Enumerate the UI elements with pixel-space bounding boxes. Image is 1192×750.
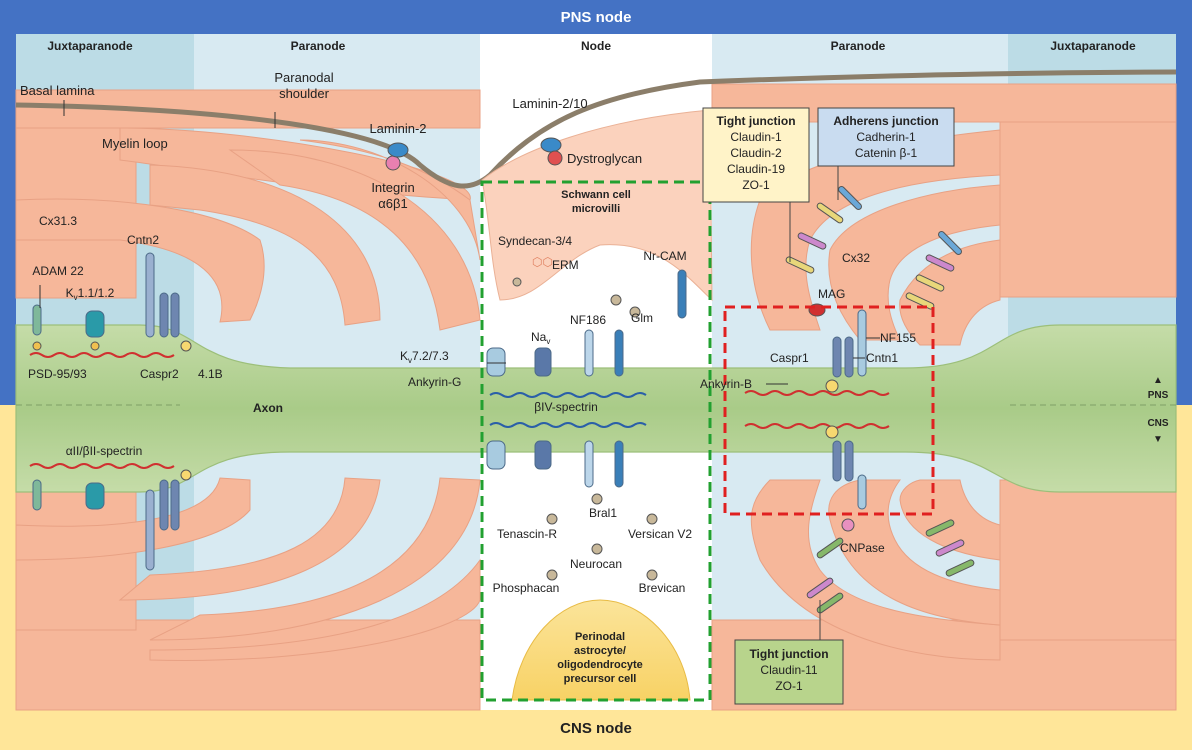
kv72-label: Kv7.2/7.3 bbox=[400, 349, 449, 365]
brevican-label: Brevican bbox=[639, 581, 686, 595]
down-arrow-icon: ▼ bbox=[1153, 434, 1163, 445]
tight-junction-pns-box bbox=[702, 107, 810, 262]
node-header: Node bbox=[581, 39, 611, 53]
leader-lines bbox=[39, 100, 880, 385]
nf155-label: NF155 bbox=[880, 331, 916, 345]
erm-icon: ⬡⬡ bbox=[532, 255, 553, 269]
mag-label: MAG bbox=[818, 287, 845, 301]
tight-pns-line: ZO-1 bbox=[742, 178, 770, 192]
small-molecules bbox=[32, 137, 855, 581]
ankyrin-b-label: Ankyrin-B bbox=[700, 377, 752, 391]
cntn1-label: Cntn1 bbox=[866, 351, 898, 365]
tenascin-label: Tenascin-R bbox=[497, 527, 557, 541]
perinodal-astrocyte bbox=[511, 599, 691, 701]
adherens-junction-box bbox=[817, 107, 955, 200]
caspr1-label: Caspr1 bbox=[770, 351, 809, 365]
basal-lamina bbox=[15, 69, 1177, 189]
bral1-label: Bral1 bbox=[589, 506, 617, 520]
myelin-loops-top-right bbox=[750, 129, 1001, 346]
tight-cns-line: Claudin-11 bbox=[760, 663, 817, 677]
spectrin-waves bbox=[29, 352, 890, 469]
paranode-right-header: Paranode bbox=[831, 39, 886, 53]
nf186-label: NF186 bbox=[570, 313, 606, 327]
adherens-line: Catenin β-1 bbox=[855, 146, 918, 160]
syndecan-label: Syndecan-3/4 bbox=[498, 234, 572, 248]
myelin-loops-top-left bbox=[15, 127, 481, 331]
adam22-label: ADAM 22 bbox=[32, 264, 84, 278]
laminin-2-10-label: Laminin-2/10 bbox=[512, 96, 587, 111]
biv-spectrin-label: βIV-spectrin bbox=[534, 400, 598, 414]
astro-label-2: astrocyte/ bbox=[574, 645, 626, 657]
astro-label-4: precursor cell bbox=[564, 673, 637, 685]
tight-junction-cns-box bbox=[734, 600, 844, 705]
paranodal-shoulder-label-1: Paranodal bbox=[274, 70, 333, 85]
basal-lamina-label: Basal lamina bbox=[20, 83, 95, 98]
tight-cns-line: ZO-1 bbox=[775, 679, 803, 693]
axon-label: Axon bbox=[253, 401, 283, 415]
juxtaparanode-left-header: Juxtaparanode bbox=[47, 39, 133, 53]
erm-label: ERM bbox=[552, 258, 579, 272]
caspr2-label: Caspr2 bbox=[140, 367, 179, 381]
cns-node-title: CNS node bbox=[560, 720, 632, 737]
paranodal-shoulder-label-2: shoulder bbox=[279, 86, 330, 101]
cns-side-label: CNS bbox=[1147, 418, 1168, 429]
integrin-label-1: Integrin bbox=[371, 180, 414, 195]
nrcam-label: Nr-CAM bbox=[643, 249, 686, 263]
versican-label: Versican V2 bbox=[628, 527, 692, 541]
neurocan-label: Neurocan bbox=[570, 557, 622, 571]
nav-label: Nav bbox=[531, 330, 550, 346]
tight-pns-line: Claudin-2 bbox=[730, 146, 782, 160]
node-highlight-box bbox=[480, 180, 712, 702]
cx313-label: Cx31.3 bbox=[39, 214, 77, 228]
dystroglycan-label: Dystroglycan bbox=[567, 151, 642, 166]
pns-node-title: PNS node bbox=[561, 9, 632, 26]
schwann-label-1: Schwann cell bbox=[561, 189, 631, 201]
glm-label: Glm bbox=[631, 311, 653, 325]
phosphacan-label: Phosphacan bbox=[493, 581, 560, 595]
paranode-highlight-box bbox=[723, 305, 935, 516]
schwann-label-2: microvilli bbox=[572, 203, 620, 215]
tight-pns-line: Claudin-19 bbox=[727, 162, 785, 176]
myelin-loops-bottom-left bbox=[15, 477, 481, 661]
tight-pns-title: Tight junction bbox=[716, 114, 795, 128]
juxtaparanode-right-header: Juxtaparanode bbox=[1050, 39, 1136, 53]
tight-pns-line: Claudin-1 bbox=[730, 130, 782, 144]
adherens-title: Adherens junction bbox=[833, 114, 938, 128]
axon bbox=[15, 324, 1177, 493]
cx32-label: Cx32 bbox=[842, 251, 870, 265]
membrane-proteins bbox=[32, 252, 867, 571]
spectrin-label: αII/βII-spectrin bbox=[66, 444, 143, 458]
laminin-2-label: Laminin-2 bbox=[369, 121, 426, 136]
cnpase-label: CNPase bbox=[840, 541, 885, 555]
up-arrow-icon: ▲ bbox=[1153, 375, 1163, 386]
tight-cns-title: Tight junction bbox=[749, 647, 828, 661]
junction-complexes bbox=[785, 186, 975, 614]
b41-label: 4.1B bbox=[198, 367, 223, 381]
ankyrin-g-label: Ankyrin-G bbox=[408, 375, 461, 389]
psd-label: PSD-95/93 bbox=[28, 367, 87, 381]
paranode-left-header: Paranode bbox=[291, 39, 346, 53]
adherens-line: Cadherin-1 bbox=[856, 130, 916, 144]
myelin-loop-label: Myelin loop bbox=[102, 136, 168, 151]
astro-label-1: Perinodal bbox=[575, 631, 625, 643]
astro-label-3: oligodendrocyte bbox=[557, 659, 643, 671]
integrin-label-2: α6β1 bbox=[378, 196, 407, 211]
cntn2-label: Cntn2 bbox=[127, 233, 159, 247]
kv11-label: Kv1.1/1.2 bbox=[66, 286, 115, 302]
schwann-microvilli bbox=[481, 109, 713, 302]
pns-side-label: PNS bbox=[1148, 390, 1169, 401]
